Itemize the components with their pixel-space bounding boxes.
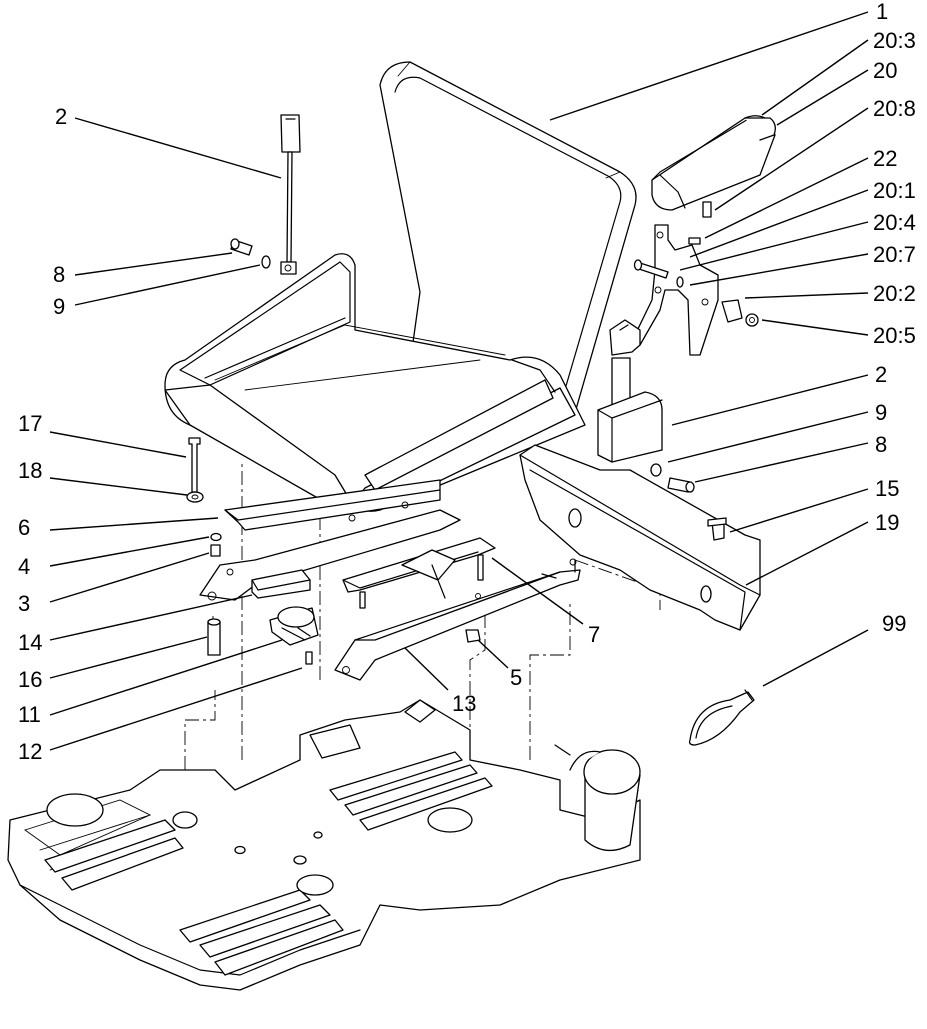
callout-4: 4 xyxy=(18,554,30,579)
callout-20-7: 20:7 xyxy=(873,242,916,267)
callout-13: 13 xyxy=(452,691,476,716)
machine-frame xyxy=(7,699,641,991)
lynch-pin xyxy=(688,689,755,746)
callout-18: 18 xyxy=(18,458,42,483)
seat xyxy=(164,61,637,512)
left-seat-mount xyxy=(186,437,461,665)
callout-2-left: 2 xyxy=(55,104,67,129)
callout-20-5: 20:5 xyxy=(873,323,916,348)
callout-20-8: 20:8 xyxy=(873,96,916,121)
callout-19: 19 xyxy=(875,510,899,535)
callout-12: 12 xyxy=(18,739,42,764)
callout-5: 5 xyxy=(510,665,522,690)
callout-17: 17 xyxy=(18,411,42,436)
callout-16: 16 xyxy=(18,667,42,692)
callout-7: 7 xyxy=(588,622,600,647)
callout-22: 22 xyxy=(873,146,897,171)
callout-11: 11 xyxy=(18,702,41,727)
callout-2-right: 2 xyxy=(875,362,887,387)
left-seat-belt xyxy=(230,114,301,275)
callout-1: 1 xyxy=(876,0,888,24)
callout-20-4: 20:4 xyxy=(873,210,916,235)
callout-20-1: 20:1 xyxy=(873,178,916,203)
callout-20-3: 20:3 xyxy=(873,28,916,53)
callout-6: 6 xyxy=(18,515,30,540)
callout-20: 20 xyxy=(873,58,897,83)
callout-14: 14 xyxy=(18,630,42,655)
callout-8-left: 8 xyxy=(53,262,65,287)
right-seat-belt xyxy=(597,319,695,493)
callout-15: 15 xyxy=(875,476,899,501)
right-seat-mount xyxy=(334,537,581,681)
callout-9-right: 9 xyxy=(875,400,887,425)
callout-labels: 1 20:3 20 20:8 22 20:1 20:4 20:7 20:2 20… xyxy=(18,0,916,764)
callout-3: 3 xyxy=(18,591,30,616)
armrest-assembly xyxy=(633,115,776,356)
callout-9-left: 9 xyxy=(53,294,65,319)
callout-8-right: 8 xyxy=(875,432,887,457)
side-panel xyxy=(519,444,761,631)
callout-20-2: 20:2 xyxy=(873,281,916,306)
callout-99: 99 xyxy=(882,611,906,636)
leader-lines xyxy=(49,11,869,751)
